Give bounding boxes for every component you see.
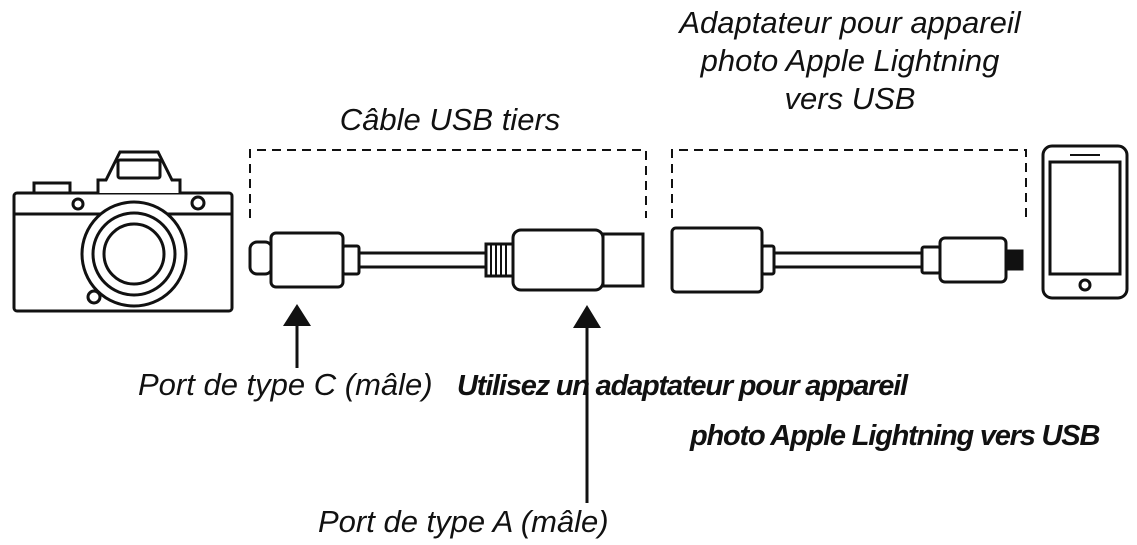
cable-bracket xyxy=(249,149,647,218)
port-a-label: Port de type A (mâle) xyxy=(318,504,609,539)
lightning-adapter-icon xyxy=(670,226,776,294)
adapter-bracket xyxy=(671,149,1027,218)
adapter-label-line-1: Adaptateur pour appareil xyxy=(679,5,1021,40)
arrow-port-c xyxy=(283,304,311,368)
lightning-plug-icon xyxy=(920,236,1024,284)
arrow-port-a xyxy=(573,305,601,503)
adapter-label-line-3: vers USB xyxy=(784,81,916,116)
adapter-cable xyxy=(774,251,922,269)
port-c-label: Port de type C (mâle) xyxy=(138,367,433,402)
usb-c-plug-icon xyxy=(248,231,361,289)
camera-icon xyxy=(12,150,234,313)
cable-label: Câble USB tiers xyxy=(339,102,561,137)
adapter-label: Adaptateur pour appareil photo Apple Lig… xyxy=(640,4,1060,118)
note-line-2: photo Apple Lightning vers USB xyxy=(690,420,1100,452)
smartphone-icon xyxy=(1041,144,1129,300)
usb-a-plug-icon xyxy=(484,228,645,292)
note-line-1: Utilisez un adaptateur pour appareil xyxy=(457,370,908,402)
adapter-label-line-2: photo Apple Lightning xyxy=(700,43,1000,78)
usb-cable xyxy=(359,251,486,269)
